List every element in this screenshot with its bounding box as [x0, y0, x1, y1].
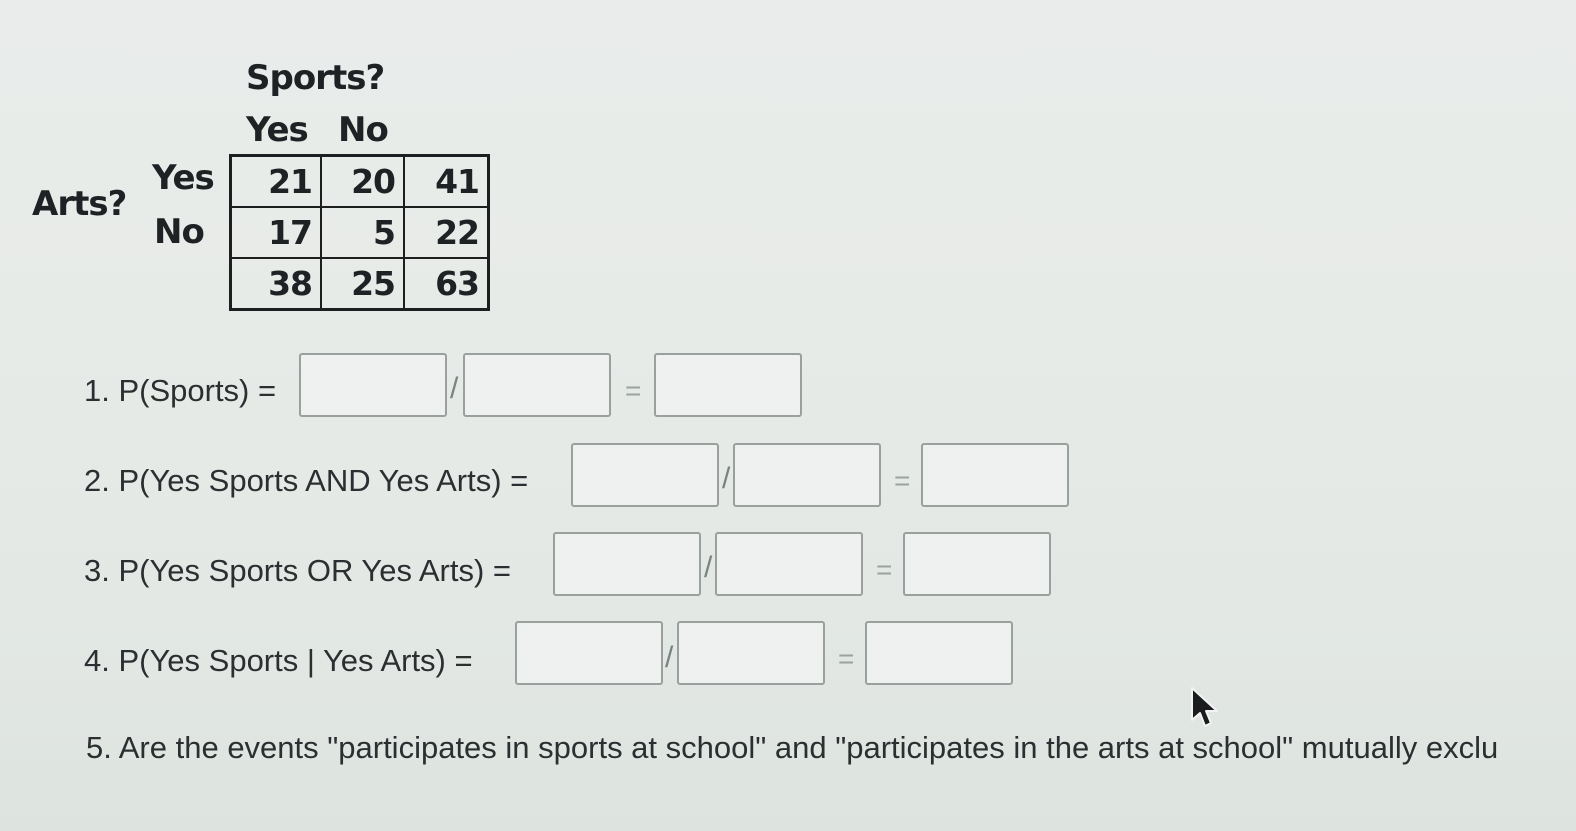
row-header-no: No [154, 212, 205, 252]
table-cell: 17 [229, 206, 322, 259]
question-5-text: 5. Are the events "participates in sport… [86, 730, 1499, 765]
table-cell: 41 [403, 154, 490, 208]
fraction-slash: / [665, 641, 674, 674]
question-2-result-input[interactable] [921, 443, 1069, 507]
row-header-yes: Yes [152, 158, 215, 198]
table-cell: 38 [229, 257, 322, 311]
question-1-denominator-input[interactable] [463, 353, 611, 417]
question-4-denominator-input[interactable] [677, 621, 825, 685]
col-header-yes: Yes [246, 110, 309, 150]
equals-sign: = [625, 375, 642, 406]
fraction-slash: / [450, 372, 459, 405]
table-row: 21 20 41 [229, 154, 490, 208]
col-group-label-sports: Sports? [246, 58, 385, 98]
mouse-pointer-icon [1191, 687, 1218, 727]
fraction-slash: / [704, 551, 713, 584]
equals-sign: = [838, 643, 855, 674]
table-cell: 63 [403, 257, 490, 311]
question-3-numerator-input[interactable] [553, 532, 701, 596]
equals-sign: = [876, 554, 893, 585]
table-cell: 20 [320, 154, 405, 208]
table-cell: 21 [229, 154, 322, 208]
question-4-label: 4. P(Yes Sports | Yes Arts) = [84, 643, 473, 678]
equals-sign: = [894, 465, 911, 496]
table-cell: 25 [320, 257, 405, 311]
question-2-denominator-input[interactable] [733, 443, 881, 507]
table-cell: 5 [320, 206, 405, 259]
table-row: 17 5 22 [229, 206, 490, 259]
fraction-slash: / [722, 462, 731, 495]
question-1-numerator-input[interactable] [299, 353, 447, 417]
contingency-table: 21 20 41 17 5 22 38 25 63 [229, 154, 490, 311]
question-1-label: 1. P(Sports) = [84, 373, 277, 408]
question-2-numerator-input[interactable] [571, 443, 719, 507]
col-header-no: No [338, 110, 389, 150]
question-3-result-input[interactable] [903, 532, 1051, 596]
question-3-label: 3. P(Yes Sports OR Yes Arts) = [84, 553, 512, 588]
question-3-denominator-input[interactable] [715, 532, 863, 596]
question-4-result-input[interactable] [865, 621, 1013, 685]
table-cell: 22 [403, 206, 490, 259]
question-4-numerator-input[interactable] [515, 621, 663, 685]
row-group-label-arts: Arts? [32, 184, 127, 224]
table-row: 38 25 63 [229, 257, 490, 311]
question-1-result-input[interactable] [654, 353, 802, 417]
question-2-label: 2. P(Yes Sports AND Yes Arts) = [84, 463, 529, 498]
